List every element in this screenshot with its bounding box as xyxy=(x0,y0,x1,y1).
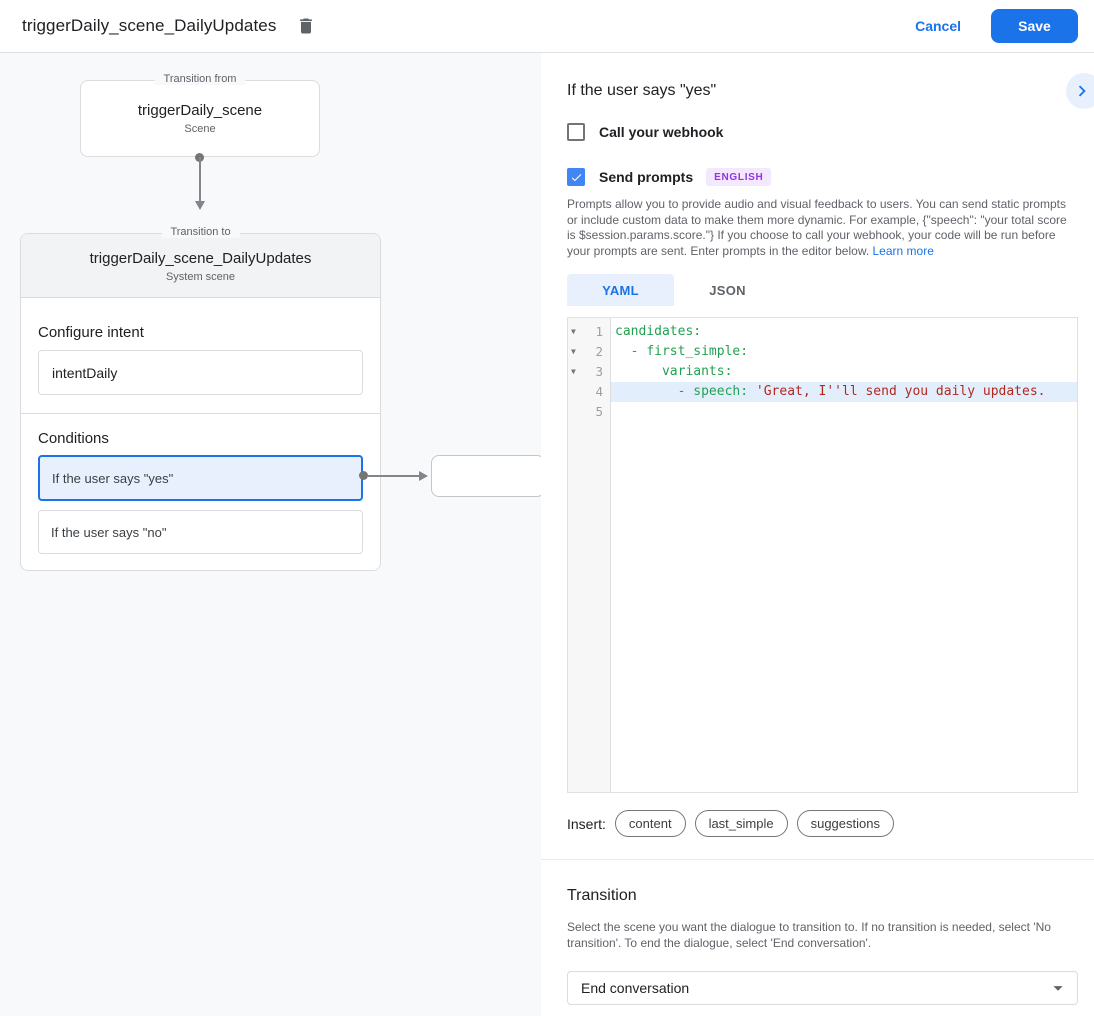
to-node-type: System scene xyxy=(165,271,236,283)
code-line[interactable]: candidates: xyxy=(615,324,702,339)
code-line[interactable]: variants: xyxy=(661,364,733,379)
page-title: triggerDaily_scene_DailyUpdates xyxy=(22,16,277,35)
transition-description: Select the scene you want the dialogue t… xyxy=(567,920,1051,950)
panel-title: If the user says "yes" xyxy=(567,82,717,99)
panel-divider xyxy=(541,859,1094,860)
transition-from-legend: Transition from xyxy=(154,73,246,85)
tab-json[interactable]: JSON xyxy=(709,282,746,298)
dropdown-arrow-icon xyxy=(1053,986,1063,991)
gutter-row[interactable]: ▼3 xyxy=(568,362,610,382)
condition-detail-panel: If the user says "yes" Call your webhook… xyxy=(541,53,1094,1016)
save-button[interactable]: Save xyxy=(991,9,1078,43)
scene-canvas: Transition from triggerDaily_scene Scene… xyxy=(0,53,541,1016)
transition-from-node[interactable]: Transition from triggerDaily_scene Scene xyxy=(80,73,320,157)
insert-chip-last-simple[interactable]: last_simple xyxy=(694,810,788,837)
send-prompts-checkbox[interactable] xyxy=(567,168,585,186)
code-line[interactable]: - first_simple: xyxy=(630,344,749,359)
to-node-name: triggerDaily_scene_DailyUpdates xyxy=(89,250,312,267)
condition-item-yes[interactable]: If the user says "yes" xyxy=(38,455,363,501)
arrowhead-right-icon xyxy=(419,471,428,481)
line-number: 4 xyxy=(595,384,603,399)
connector-line-right xyxy=(368,475,420,477)
code-line[interactable] xyxy=(611,402,1077,422)
transition-select-value: End conversation xyxy=(581,980,690,996)
send-prompts-row: Send prompts ENGLISH xyxy=(567,168,1078,186)
editor-format-tabs: YAML JSON xyxy=(567,274,1078,306)
insert-chip-suggestions[interactable]: suggestions xyxy=(796,810,894,837)
chevron-right-icon xyxy=(1078,85,1086,97)
from-node-name: triggerDaily_scene xyxy=(137,102,263,119)
gutter-row[interactable]: ▼1 xyxy=(568,322,610,342)
transition-to-legend: Transition to xyxy=(161,226,240,238)
editor-code-area[interactable]: candidates: - first_simple: variants: - … xyxy=(611,318,1077,792)
gutter-row: 4 xyxy=(568,382,610,402)
fold-arrow-icon[interactable]: ▼ xyxy=(571,367,576,376)
language-badge: ENGLISH xyxy=(706,168,772,186)
transition-to-node[interactable]: Transition to triggerDaily_scene_DailyUp… xyxy=(20,226,381,571)
connector-line-down xyxy=(199,157,201,201)
top-bar-actions: Cancel Save xyxy=(915,9,1078,43)
insert-label: Insert: xyxy=(567,815,606,832)
prompts-description: Prompts allow you to provide audio and v… xyxy=(567,197,1078,259)
insert-chip-content[interactable]: content xyxy=(614,810,686,837)
line-number: 2 xyxy=(595,344,603,359)
conditions-label: Conditions xyxy=(38,430,109,447)
configure-intent-label: Configure intent xyxy=(38,324,144,341)
gutter-row: 5 xyxy=(568,402,610,422)
gutter-row[interactable]: ▼2 xyxy=(568,342,610,362)
condition-item-no[interactable]: If the user says "no" xyxy=(38,510,363,554)
learn-more-link[interactable]: Learn more xyxy=(872,243,934,258)
insert-row: Insert: content last_simple suggestions xyxy=(567,810,1078,837)
next-scene-node[interactable] xyxy=(431,455,541,497)
line-number: 1 xyxy=(595,324,603,339)
intent-item[interactable]: intentDaily xyxy=(38,350,363,395)
cancel-button[interactable]: Cancel xyxy=(915,18,961,34)
delete-scene-button[interactable] xyxy=(294,14,318,38)
scene-card-body: Configure intent intentDaily Conditions … xyxy=(21,324,380,554)
transition-select[interactable]: End conversation xyxy=(567,971,1078,1005)
webhook-row: Call your webhook xyxy=(567,123,1078,141)
arrowhead-down-icon xyxy=(195,201,205,210)
tab-yaml[interactable]: YAML xyxy=(567,274,674,306)
checkmark-icon xyxy=(571,173,581,181)
fold-arrow-icon[interactable]: ▼ xyxy=(571,347,576,356)
card-divider xyxy=(21,413,380,414)
trash-icon xyxy=(300,18,313,34)
line-number: 3 xyxy=(595,364,603,379)
collapse-panel-button[interactable] xyxy=(1066,73,1094,109)
line-number: 5 xyxy=(595,404,603,419)
top-bar: triggerDaily_scene_DailyUpdates Cancel S… xyxy=(0,0,1094,53)
webhook-checkbox[interactable] xyxy=(567,123,585,141)
code-line[interactable]: - speech: 'Great, I''ll send you daily u… xyxy=(611,382,1077,402)
connector-dot-right xyxy=(359,471,368,480)
prompts-description-text: Prompts allow you to provide audio and v… xyxy=(567,197,1067,258)
transition-heading: Transition xyxy=(567,887,637,904)
from-node-type: Scene xyxy=(184,123,216,135)
scene-card-header: triggerDaily_scene_DailyUpdates System s… xyxy=(21,234,380,298)
fold-arrow-icon[interactable]: ▼ xyxy=(571,327,576,336)
main-area: Transition from triggerDaily_scene Scene… xyxy=(0,53,1094,1016)
webhook-label: Call your webhook xyxy=(599,124,724,140)
send-prompts-label: Send prompts xyxy=(599,169,694,185)
